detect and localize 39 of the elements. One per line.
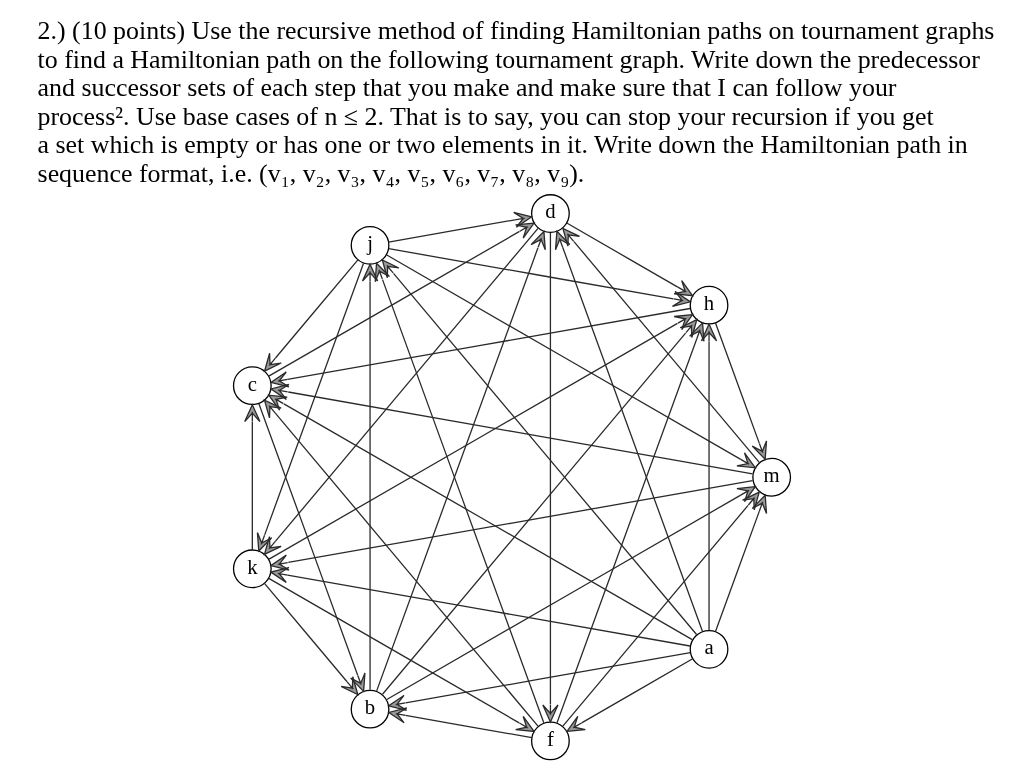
arrow xyxy=(263,399,539,727)
node-circle: f xyxy=(531,721,570,761)
arrow xyxy=(566,222,694,297)
arrow xyxy=(270,566,691,647)
arrow xyxy=(714,494,768,633)
arrow xyxy=(258,402,366,692)
arrow xyxy=(388,248,692,308)
node-circle: b xyxy=(350,689,390,729)
arrow xyxy=(270,307,691,388)
node-circle: c xyxy=(232,366,272,406)
arrow xyxy=(562,227,761,464)
arrow xyxy=(270,479,754,571)
node-circle: m xyxy=(752,457,792,497)
arrow xyxy=(268,577,535,733)
diagram-title: 2.) (10 points) Use the recursive method of finding Hamiltonian paths on tournament graphs to find a Hamiltonian path on the following tournament graph. Write down the predecessor and successor sets of each step that you make and make sure that I can follow your process². Use base cases of n ≤ 2. That is to say, you can stop your recursion if you get a set which is empty or has one or two elements in it. Write down the Hamiltonian path in sequence format, i.e. (v₁, v₂, v₃, v₄, v₅, v₆, v₇, v₈, v₉). xyxy=(37,16,995,188)
arrow xyxy=(361,263,379,691)
node-circle: k xyxy=(232,549,272,589)
arrow xyxy=(554,230,704,632)
arrow xyxy=(566,658,694,733)
arrow xyxy=(386,486,756,701)
node-circle: h xyxy=(689,285,729,325)
node-circle: a xyxy=(689,629,729,669)
arrow xyxy=(244,404,261,551)
node-circle: d xyxy=(531,194,570,233)
arrow xyxy=(542,232,559,723)
arrow xyxy=(386,254,756,469)
arrow xyxy=(263,259,359,372)
arrow xyxy=(388,211,533,243)
arrow xyxy=(562,491,760,727)
arrow xyxy=(263,227,539,555)
node-circle: j xyxy=(350,225,390,265)
arrow xyxy=(388,707,533,739)
arrow xyxy=(263,582,359,696)
arrow xyxy=(388,652,691,711)
arrow xyxy=(556,322,705,724)
arrow xyxy=(256,262,365,552)
arrow xyxy=(700,323,718,631)
arrow xyxy=(268,222,535,377)
arrow xyxy=(714,322,768,460)
